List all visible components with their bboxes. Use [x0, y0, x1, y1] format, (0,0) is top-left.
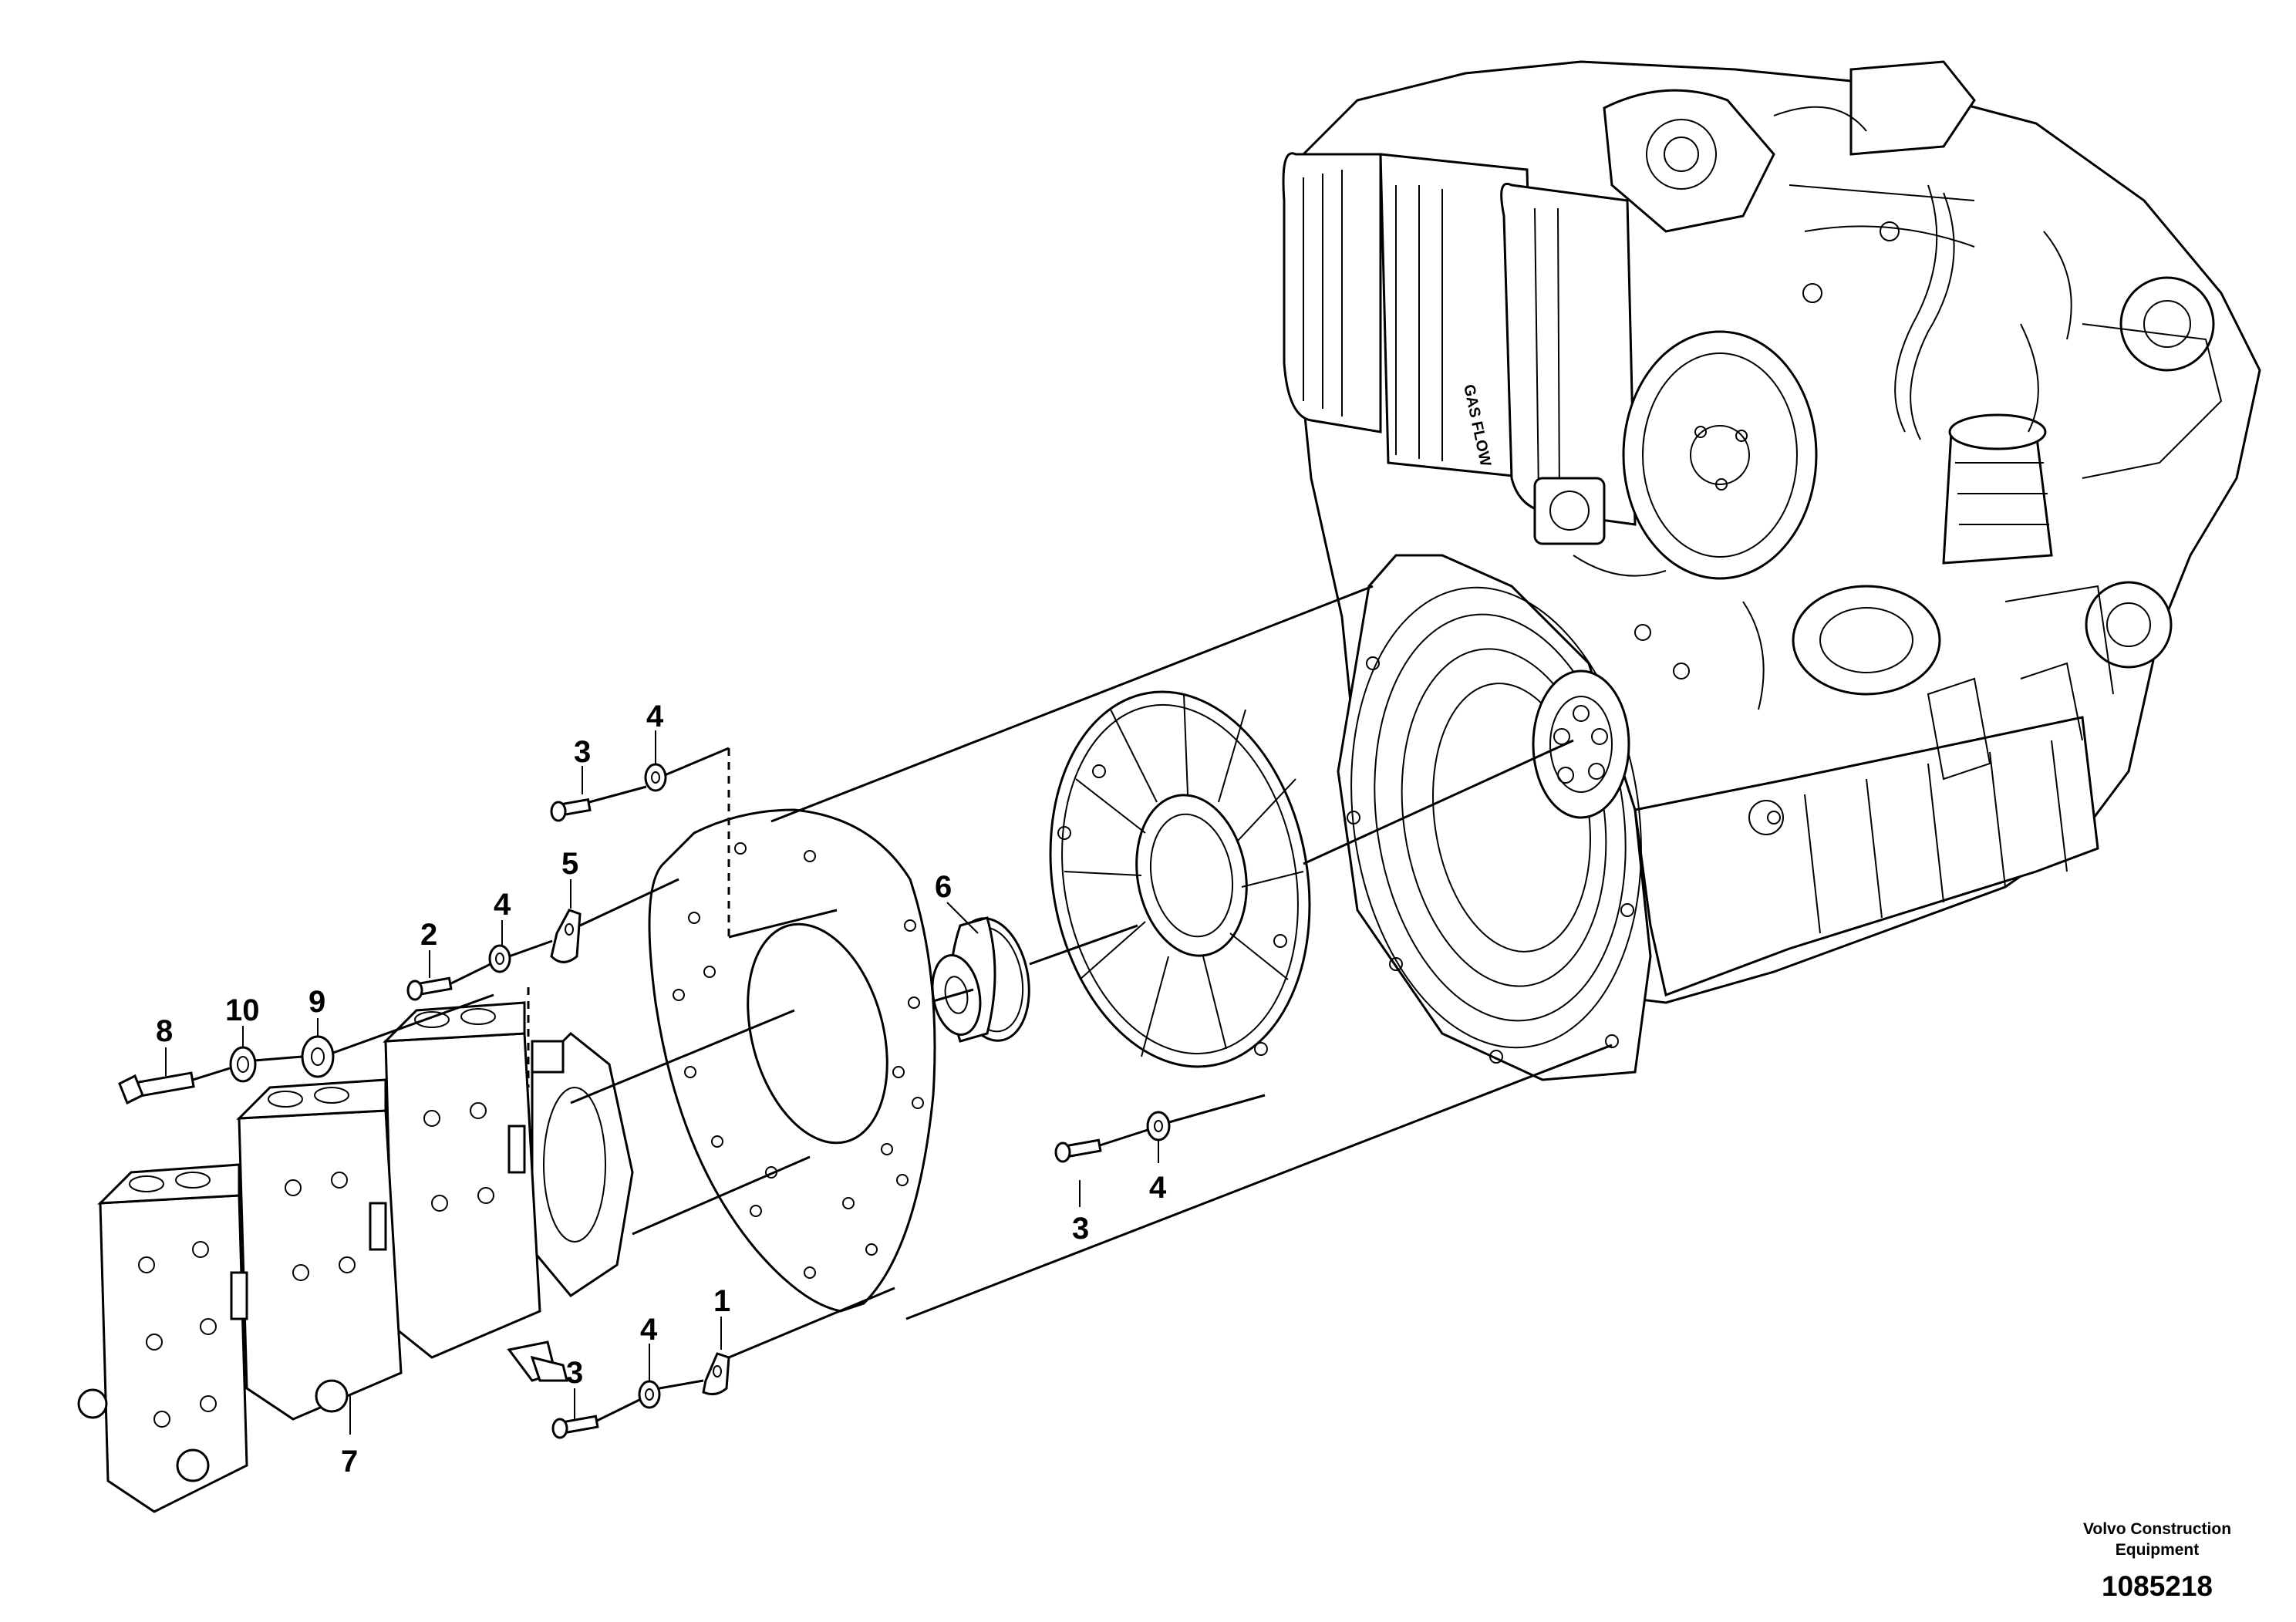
callout-10: 10 [225, 993, 260, 1027]
drive-gear [931, 916, 1030, 1043]
clip-5 [550, 909, 582, 963]
callout-3-right: 3 [1072, 1212, 1089, 1246]
washer-10 [229, 1046, 257, 1083]
adapter-plate [648, 808, 936, 1313]
callout-3-top: 3 [574, 735, 591, 769]
callout-1: 1 [713, 1284, 730, 1318]
hydraulic-pump [77, 1001, 634, 1513]
bolt-8 [118, 1071, 195, 1105]
bolt-2 [406, 976, 453, 1001]
clip-1 [702, 1352, 730, 1396]
callout-4-mid: 4 [494, 888, 511, 922]
callout-2: 2 [420, 918, 437, 952]
washer-bottom [638, 1380, 661, 1409]
callout-7: 7 [341, 1445, 358, 1479]
bolt-bottom [551, 1415, 599, 1439]
callout-4-right: 4 [1149, 1171, 1167, 1205]
bolt-right [1054, 1138, 1102, 1163]
flywheel-housing [1337, 554, 1652, 1081]
callout-labels: 1 2 3 3 3 4 4 4 4 5 6 7 8 9 10 [156, 700, 1167, 1479]
callout-4-bottom: 4 [640, 1313, 658, 1347]
callout-3-bottom: 3 [566, 1356, 583, 1390]
footer: Volvo Construction Equipment 1085218 [2083, 1520, 2231, 1602]
washer-mid [488, 944, 511, 973]
washer-right [1146, 1111, 1171, 1141]
coupling-plate [1049, 690, 1311, 1068]
callout-8: 8 [156, 1014, 173, 1048]
washer-top [644, 763, 667, 792]
callout-9: 9 [308, 985, 325, 1019]
document-number: 1085218 [2102, 1570, 2213, 1602]
brand-line-2: Equipment [2116, 1541, 2200, 1559]
assembly-lines [165, 585, 1613, 1435]
callout-5: 5 [561, 847, 578, 881]
callout-4-top: 4 [646, 700, 664, 733]
bolt-top [550, 798, 592, 822]
brand-line-1: Volvo Construction [2083, 1520, 2231, 1538]
spacer-9 [301, 1035, 335, 1078]
callout-6: 6 [935, 870, 952, 904]
